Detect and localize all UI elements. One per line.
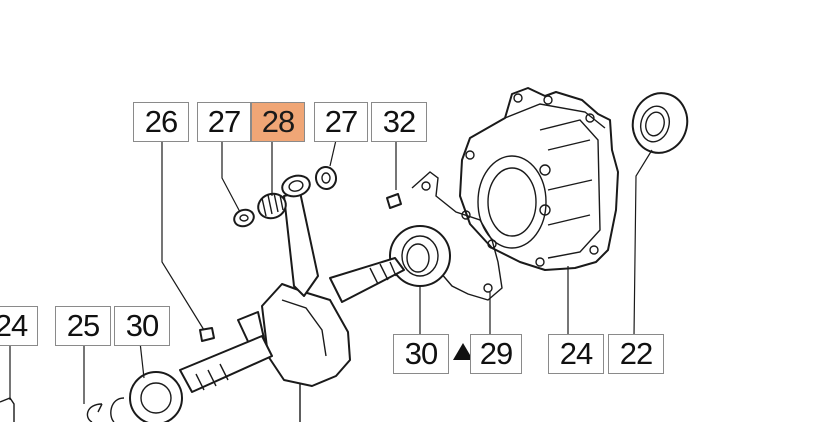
crankcase-part [459,87,619,271]
callout-27-right: 27 [314,102,368,142]
pin-part [386,193,402,209]
needle-bearing-part [257,192,287,220]
washer-left-part [233,208,255,228]
leader-lines [9,139,653,404]
callout-27-left: 27 [197,102,251,142]
callout-25: 25 [55,306,111,346]
connecting-rod-part [281,174,319,297]
callout-29: 29 [470,334,522,374]
callout-26: 26 [133,102,189,142]
crankshaft-part [179,257,405,422]
callout-24-right: 24 [548,334,604,374]
callout-24-left: 24 [0,306,38,346]
callout-28-highlighted: 28 [251,102,305,142]
main-bearing-right-part [389,225,451,287]
triangle-marker-icon [453,343,473,360]
gasket-part [411,171,503,301]
woodruff-key-part [199,327,215,342]
oil-seal-part [631,92,689,154]
callout-30-right: 30 [393,334,449,374]
callout-22: 22 [608,334,664,374]
callout-30-left: 30 [114,306,170,346]
circlip-part [86,397,125,422]
washer-right-part [314,166,338,190]
callout-32: 32 [371,102,427,142]
main-bearing-left-part [129,371,183,422]
left-edge-fragment [0,397,15,422]
